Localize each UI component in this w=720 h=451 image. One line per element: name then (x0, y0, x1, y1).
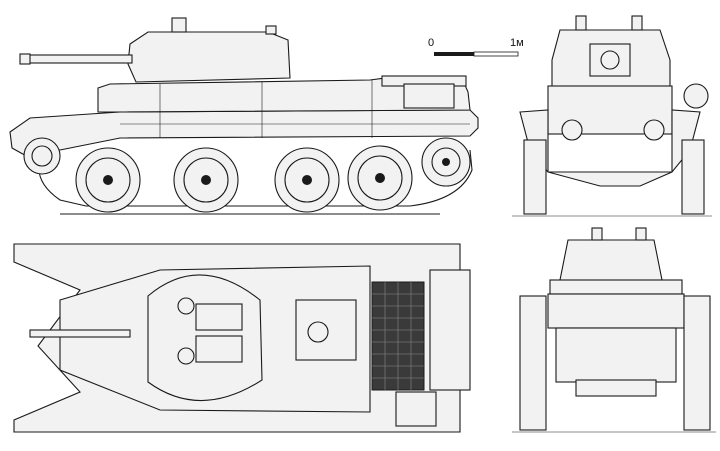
side-view (9, 17, 479, 215)
front-view (512, 15, 712, 217)
gun-barrel-top (29, 329, 131, 338)
gun-barrel (25, 54, 133, 64)
scale-end-label: 1м (510, 37, 524, 49)
road-wheels (23, 137, 471, 213)
rear-view (512, 227, 716, 433)
scale-start-label: 0 (428, 37, 434, 49)
scale-bar: 0 1м (428, 37, 524, 57)
top-view (13, 243, 471, 433)
turret-side (127, 31, 291, 83)
